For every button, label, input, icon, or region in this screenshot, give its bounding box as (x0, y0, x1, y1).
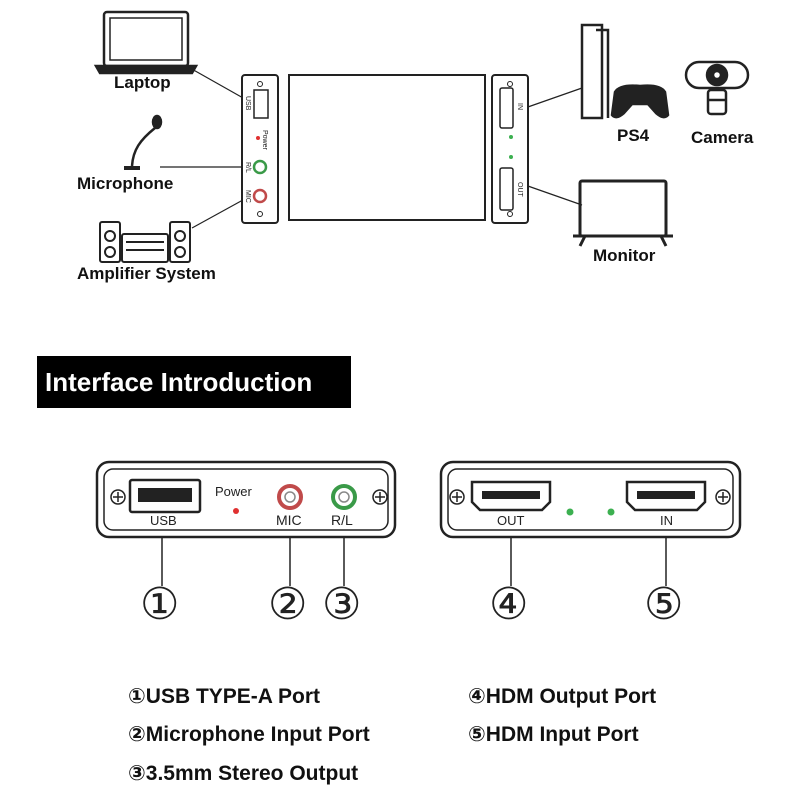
capture-box-top (241, 74, 529, 224)
usb-label: USB (150, 513, 177, 528)
left-end-panel-top (241, 74, 279, 224)
line-ps4 (524, 87, 583, 109)
callout-3: ③ (322, 579, 362, 630)
callout-lines (161, 537, 667, 586)
camera-icon (684, 60, 750, 116)
hdmi-out-port (470, 480, 552, 512)
status-led-1 (566, 508, 574, 516)
callout-1: ① (140, 579, 180, 630)
top-out-label: OUT (516, 182, 523, 198)
mic-label: MIC (276, 512, 302, 528)
hdmi-in-top (499, 87, 514, 129)
top-mic-label: MIC (244, 190, 251, 203)
top-power-label: Power (261, 130, 268, 151)
led-top-1 (509, 135, 513, 139)
screw-top-4 (507, 211, 513, 217)
screw-icon-left-1 (110, 489, 126, 505)
hdmi-in-port (625, 480, 707, 512)
callout-2: ② (268, 579, 308, 630)
out-label: OUT (497, 513, 525, 528)
right-interface-panel (439, 460, 742, 539)
hdmi-out-top (499, 167, 514, 211)
line-monitor (524, 184, 583, 206)
usb-port (128, 478, 202, 514)
mic-jack (277, 484, 303, 510)
callout-5: ⑤ (644, 579, 684, 630)
left-interface-panel (95, 460, 397, 539)
monitor-icon (573, 179, 673, 247)
screw-icon-right-2 (715, 489, 731, 505)
monitor-label: Monitor (593, 246, 656, 265)
top-rl-label: R/L (244, 162, 251, 173)
rl-jack-top (252, 159, 268, 175)
screw-top-2 (257, 211, 263, 217)
usb-port-top (253, 89, 269, 119)
legend-item-3: ③3.5mm Stereo Output (128, 762, 359, 785)
screw-top-3 (507, 81, 513, 87)
status-led-2 (607, 508, 615, 516)
microphone-icon (124, 114, 163, 170)
screw-top-1 (257, 81, 263, 87)
led-top-2 (509, 155, 513, 159)
ps4-label: PS4 (617, 126, 650, 145)
screw-icon-left-2 (372, 489, 388, 505)
microphone-label: Microphone (77, 174, 174, 193)
rl-jack (331, 484, 357, 510)
top-in-label: IN (516, 103, 523, 110)
legend-item-1: ①USB TYPE-A Port (128, 685, 321, 708)
amplifier-label: Amplifier System (77, 264, 216, 283)
ps4-icon (580, 23, 670, 120)
section-banner: Interface Introduction (37, 356, 351, 408)
amplifier-icon (99, 221, 191, 263)
legend-item-5: ⑤HDM Input Port (468, 723, 639, 746)
callout-4: ④ (489, 579, 529, 630)
box-body (288, 74, 486, 221)
legend-item-2: ②Microphone Input Port (128, 723, 370, 746)
mic-jack-top (252, 188, 268, 204)
power-label: Power (215, 484, 252, 499)
screw-icon-right-1 (449, 489, 465, 505)
top-usb-label: USB (244, 96, 251, 111)
power-led (233, 508, 239, 514)
rl-label: R/L (331, 512, 353, 528)
laptop-icon (93, 10, 199, 75)
in-label: IN (660, 513, 673, 528)
laptop-label: Laptop (114, 73, 171, 92)
legend-item-4: ④HDM Output Port (468, 685, 657, 708)
camera-label: Camera (691, 128, 754, 147)
power-led-top (256, 136, 260, 140)
